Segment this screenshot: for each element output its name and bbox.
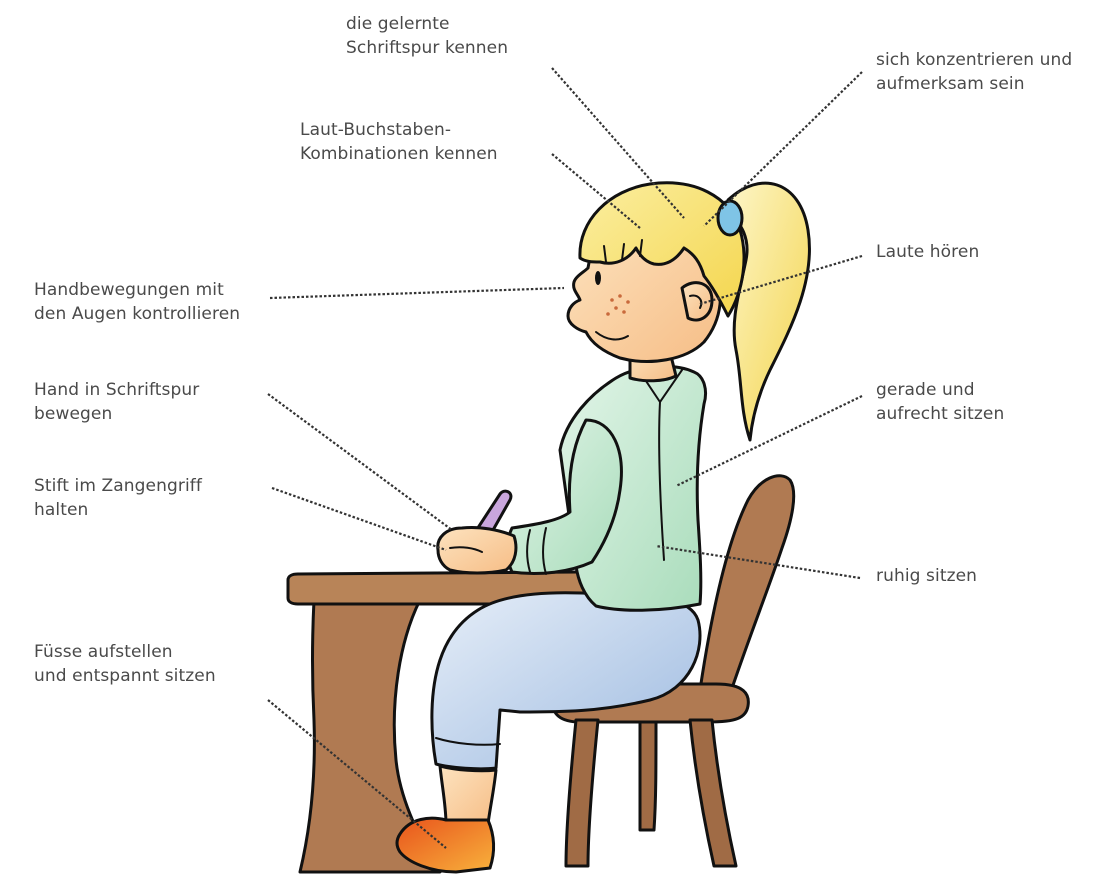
label-augen: Handbewegungen mit den Augen kontrollier…: [34, 278, 240, 326]
label-konzentrieren-line-2: aufmerksam sein: [876, 72, 1072, 96]
label-zangengriff-line-1: Stift im Zangengriff: [34, 474, 202, 498]
label-fuesse-line-1: Füsse aufstellen: [34, 640, 216, 664]
label-laut-buchstaben-line-2: Kombinationen kennen: [300, 142, 498, 166]
label-fuesse: Füsse aufstellen und entspannt sitzen: [34, 640, 216, 688]
label-zangengriff: Stift im Zangengriff halten: [34, 474, 202, 522]
label-gerade-line-1: gerade und: [876, 378, 1004, 402]
leader-zangengriff: [272, 488, 446, 550]
label-laute-hoeren: Laute hören: [876, 240, 979, 264]
lower-leg: [440, 766, 496, 824]
chair-mid-leg: [640, 722, 656, 830]
ear: [682, 283, 712, 320]
label-fuesse-line-2: und entspannt sitzen: [34, 664, 216, 688]
label-laut-buchstaben-line-1: Laut-Buchstaben-: [300, 118, 498, 142]
label-ruhig-line-1: ruhig sitzen: [876, 564, 977, 588]
chair-back-leg: [690, 720, 736, 866]
hair-tie: [718, 201, 742, 235]
label-augen-line-2: den Augen kontrollieren: [34, 302, 240, 326]
label-laut-buchstaben: Laut-Buchstaben- Kombinationen kennen: [300, 118, 498, 166]
label-ruhig: ruhig sitzen: [876, 564, 977, 588]
pants: [432, 593, 700, 769]
chair-backrest: [700, 476, 794, 700]
eye: [595, 271, 601, 285]
label-laute-hoeren-line-1: Laute hören: [876, 240, 979, 264]
label-schriftspur: die gelernte Schriftspur kennen: [346, 12, 508, 60]
label-hand-bewegen: Hand in Schriftspur bewegen: [34, 378, 199, 426]
label-hand-bewegen-line-1: Hand in Schriftspur: [34, 378, 199, 402]
label-schriftspur-line-1: die gelernte: [346, 12, 508, 36]
label-gerade-line-2: aufrecht sitzen: [876, 402, 1004, 426]
leader-augen: [270, 288, 564, 298]
label-konzentrieren-line-1: sich konzentrieren und: [876, 48, 1072, 72]
label-hand-bewegen-line-2: bewegen: [34, 402, 199, 426]
leader-hand-bewegen: [268, 394, 452, 530]
label-augen-line-1: Handbewegungen mit: [34, 278, 240, 302]
label-zangengriff-line-2: halten: [34, 498, 202, 522]
chair-front-leg: [566, 720, 598, 866]
label-konzentrieren: sich konzentrieren und aufmerksam sein: [876, 48, 1072, 96]
label-gerade: gerade und aufrecht sitzen: [876, 378, 1004, 426]
label-schriftspur-line-2: Schriftspur kennen: [346, 36, 508, 60]
